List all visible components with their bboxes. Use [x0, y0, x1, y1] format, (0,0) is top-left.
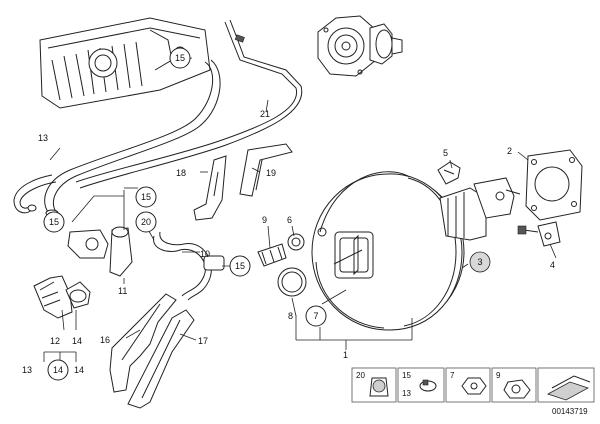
callout-16: 16 [100, 335, 110, 345]
clip [437, 161, 461, 185]
callout-5: 5 [443, 148, 448, 158]
callout-circle-15a [169, 47, 191, 69]
callout-1: 1 [343, 350, 348, 360]
callout-circle-15b [43, 211, 65, 233]
callout-20: 20 [141, 217, 151, 227]
callout-15c: 15 [141, 192, 151, 202]
bolt-bracket [517, 221, 561, 247]
vacuum-pipe [75, 19, 303, 189]
mounting-brackets-upper [193, 143, 293, 221]
callout-15a: 15 [175, 53, 185, 63]
check-valve-grommet-oring [257, 233, 307, 297]
callout-15e: 14 [53, 365, 63, 375]
callout-18: 18 [176, 168, 186, 178]
callout-17: 17 [198, 336, 208, 346]
brake-booster [311, 171, 465, 331]
legend-label-20: 20 [356, 371, 365, 380]
callout-15b: 15 [49, 217, 59, 227]
callout-19: 19 [266, 168, 276, 178]
callout-14a: 14 [72, 336, 82, 346]
callout-circle-3 [469, 251, 491, 273]
gasket [525, 149, 583, 221]
callout-10: 10 [200, 249, 210, 259]
callout-6b: 6 [287, 215, 292, 225]
callout-8: 8 [288, 311, 293, 321]
hose-connectors [33, 226, 133, 319]
callout-3: 3 [477, 257, 482, 267]
callouts: 15 21 13 15 15 20 18 19 10 11 15 9 6 8 7… [22, 47, 555, 381]
callout-15d: 15 [235, 261, 245, 271]
callout-circle-15d [229, 255, 251, 277]
callout-11: 11 [118, 286, 127, 296]
legend-label-9: 9 [496, 371, 501, 380]
mounting-brackets-lower [109, 293, 195, 409]
callout-circle-15c [135, 186, 157, 208]
legend-label-15: 15 [402, 371, 411, 380]
pushrod-bellows [439, 177, 521, 241]
callout-13b: 13 [22, 365, 32, 375]
hose [153, 231, 225, 301]
callout-9: 9 [262, 215, 267, 225]
legend-label-7: 7 [450, 371, 455, 380]
legend-label-13: 13 [402, 389, 411, 398]
callout-4: 4 [550, 260, 555, 270]
callout-7: 7 [313, 311, 318, 321]
vacuum-pump [317, 15, 403, 77]
callout-13a: 13 [38, 133, 48, 143]
callout-circle-7 [305, 305, 327, 327]
callout-21: 21 [260, 109, 270, 119]
legend-strip: 20 15 13 7 9 00143719 [351, 367, 595, 416]
callout-12: 12 [50, 336, 60, 346]
callout-circle-15e [47, 359, 69, 381]
callout-2: 2 [507, 146, 512, 156]
callout-14c: 14 [74, 365, 84, 375]
reference-number: 00143719 [552, 407, 588, 416]
callout-circle-20 [135, 211, 157, 233]
